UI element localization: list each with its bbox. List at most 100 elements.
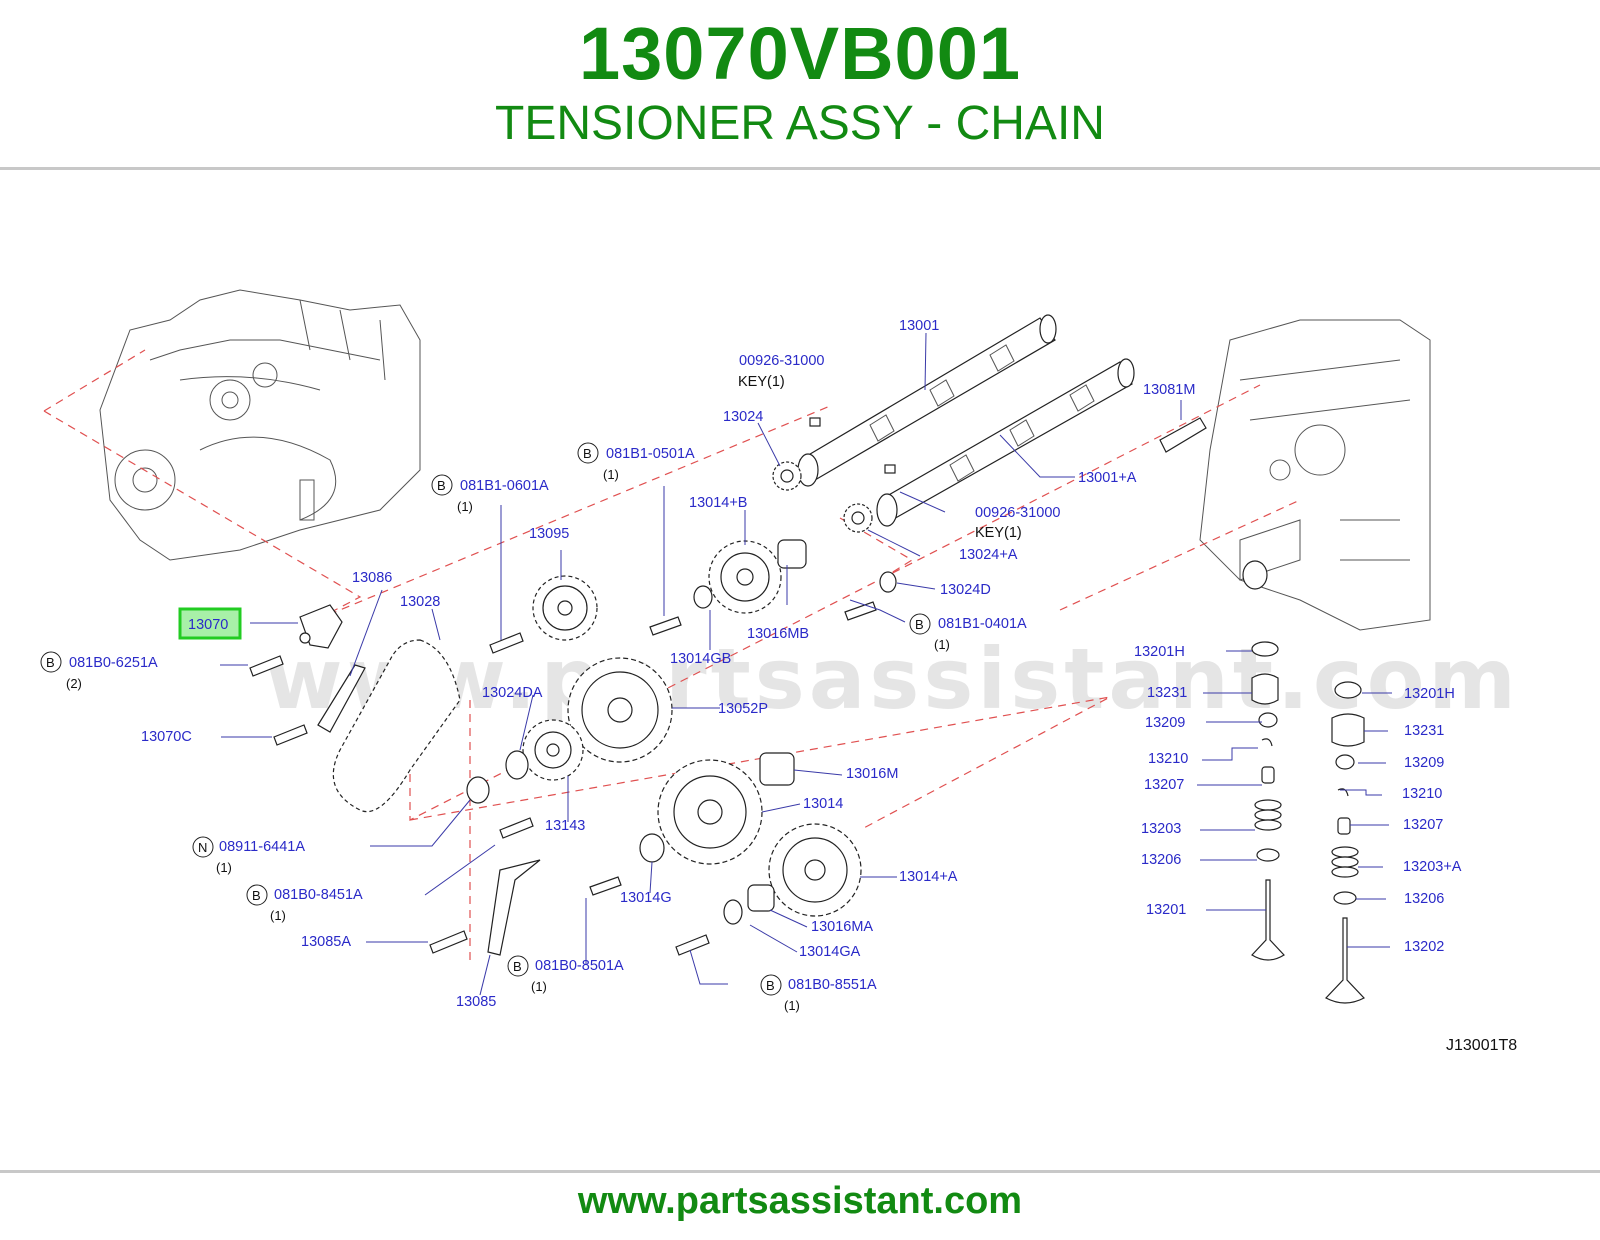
svg-text:B: B xyxy=(46,655,55,670)
svg-text:N: N xyxy=(198,840,207,855)
gear-13014 xyxy=(657,759,763,865)
part-label[interactable]: 13203+A xyxy=(1403,859,1462,875)
valve-train-right xyxy=(1325,681,1365,1004)
part-label[interactable]: 00926-31000 xyxy=(739,353,824,369)
part-label[interactable]: 13085 xyxy=(456,994,496,1010)
part-label[interactable]: 13143 xyxy=(545,818,585,834)
part-label[interactable]: 13231 xyxy=(1147,685,1187,701)
part-label[interactable]: 13028 xyxy=(400,594,440,610)
part-label[interactable]: 13207 xyxy=(1144,777,1184,793)
part-label[interactable]: 13210 xyxy=(1402,786,1442,802)
part-label[interactable]: 08911-6441A xyxy=(219,839,305,855)
part-label[interactable]: 13014G xyxy=(620,890,672,906)
part-label[interactable]: 081B1-0401A xyxy=(938,616,1027,632)
part-label[interactable]: 13085A xyxy=(301,934,351,950)
footer-website[interactable]: www.partsassistant.com xyxy=(577,1180,1023,1222)
chain-guide-13086 xyxy=(317,664,366,733)
part-label[interactable]: 13203 xyxy=(1141,821,1181,837)
bushing-08911 xyxy=(466,776,490,804)
part-label[interactable]: 081B0-8501A xyxy=(535,958,624,974)
part-label[interactable]: 13016M xyxy=(846,766,898,782)
diagram-reference-code: J13001T8 xyxy=(1446,1037,1517,1054)
part-label: KEY(1) xyxy=(975,525,1022,541)
qty-label: (1) xyxy=(531,979,547,994)
part-label[interactable]: 13001 xyxy=(899,318,939,334)
gear-13095 xyxy=(532,575,598,641)
part-label[interactable]: 13014+A xyxy=(899,869,958,885)
part-label[interactable]: 13231 xyxy=(1404,723,1444,739)
key-upper xyxy=(809,417,821,427)
bushing-13016m xyxy=(759,752,795,786)
part-label[interactable]: 081B0-6251A xyxy=(69,655,158,671)
part-label[interactable]: 13014GB xyxy=(670,651,731,667)
valve-train-left xyxy=(1251,641,1285,961)
part-label[interactable]: 13210 xyxy=(1148,751,1188,767)
assembly-dashed-lines xyxy=(43,349,1301,960)
part-label[interactable]: 13209 xyxy=(1404,755,1444,771)
part-label[interactable]: 13016MA xyxy=(811,919,873,935)
part-label[interactable]: 13209 xyxy=(1145,715,1185,731)
part-label[interactable]: 13024 xyxy=(723,409,763,425)
part-name-subtitle: TENSIONER ASSY - CHAIN xyxy=(495,97,1105,150)
qty-label: (1) xyxy=(784,998,800,1013)
highlighted-part-label[interactable]: 13070 xyxy=(188,617,228,633)
part-13081m xyxy=(1159,417,1207,453)
sprocket-13024 xyxy=(772,461,802,491)
part-label[interactable]: 00926-31000 xyxy=(975,505,1060,521)
chain-guide-13085 xyxy=(487,859,541,956)
part-label[interactable]: 13207 xyxy=(1403,817,1443,833)
washer-13014ga xyxy=(723,899,743,925)
part-number-title: 13070VB001 xyxy=(578,12,1022,95)
part-label[interactable]: 13202 xyxy=(1404,939,1444,955)
part-labels: 13001 00926-31000 KEY(1) 13024 13081M 13… xyxy=(66,318,1517,1054)
parts-diagram: www.partsassistant.com xyxy=(40,289,1520,1054)
part-label[interactable]: 13016MB xyxy=(747,626,809,642)
watermark-text: www.partsassistant.com xyxy=(265,630,1520,728)
qty-label: (1) xyxy=(457,499,473,514)
qty-label: (1) xyxy=(216,860,232,875)
part-label[interactable]: 13095 xyxy=(529,526,569,542)
leader-lines xyxy=(220,332,1392,996)
camshaft-upper xyxy=(797,314,1057,487)
washer-13014gb xyxy=(693,585,713,609)
svg-text:B: B xyxy=(252,888,261,903)
bushing-13016mb xyxy=(777,539,807,569)
gear-13052p xyxy=(567,657,673,763)
header-divider xyxy=(0,167,1600,170)
part-label[interactable]: 13024DA xyxy=(482,685,543,701)
part-label[interactable]: 13014 xyxy=(803,796,843,812)
svg-text:B: B xyxy=(766,978,775,993)
part-label[interactable]: 13206 xyxy=(1404,891,1444,907)
bushing-13016ma xyxy=(747,884,775,912)
part-label[interactable]: 081B1-0501A xyxy=(606,446,695,462)
part-label[interactable]: 13070C xyxy=(141,729,192,745)
part-label[interactable]: 13024+A xyxy=(959,547,1018,563)
timing-chain-13028 xyxy=(332,639,461,813)
washer-13024da xyxy=(505,750,529,780)
part-label[interactable]: 13206 xyxy=(1141,852,1181,868)
camshaft-lower xyxy=(876,358,1135,527)
part-label[interactable]: 081B1-0601A xyxy=(460,478,549,494)
part-label[interactable]: 13024D xyxy=(940,582,991,598)
part-label[interactable]: 081B0-8451A xyxy=(274,887,363,903)
svg-text:B: B xyxy=(437,478,446,493)
engine-block-left-drawing xyxy=(99,289,421,561)
qty-label: (2) xyxy=(66,676,82,691)
svg-text:B: B xyxy=(583,446,592,461)
part-label[interactable]: 13014GA xyxy=(799,944,861,960)
part-label[interactable]: 13201 xyxy=(1146,902,1186,918)
part-label[interactable]: 13052P xyxy=(718,701,768,717)
svg-text:B: B xyxy=(513,959,522,974)
marker-circles: B B B B N B B B xyxy=(40,442,931,996)
part-label[interactable]: 13201H xyxy=(1134,644,1185,660)
part-label[interactable]: 13086 xyxy=(352,570,392,586)
part-label[interactable]: 13001+A xyxy=(1078,470,1137,486)
part-label[interactable]: 081B0-8551A xyxy=(788,977,877,993)
part-label[interactable]: 13014+B xyxy=(689,495,747,511)
footer-divider xyxy=(0,1170,1600,1173)
bolts xyxy=(249,601,877,956)
part-label[interactable]: 13081M xyxy=(1143,382,1195,398)
svg-text:B: B xyxy=(915,617,924,632)
part-label[interactable]: 13201H xyxy=(1404,686,1455,702)
washer-13014g xyxy=(639,833,665,863)
